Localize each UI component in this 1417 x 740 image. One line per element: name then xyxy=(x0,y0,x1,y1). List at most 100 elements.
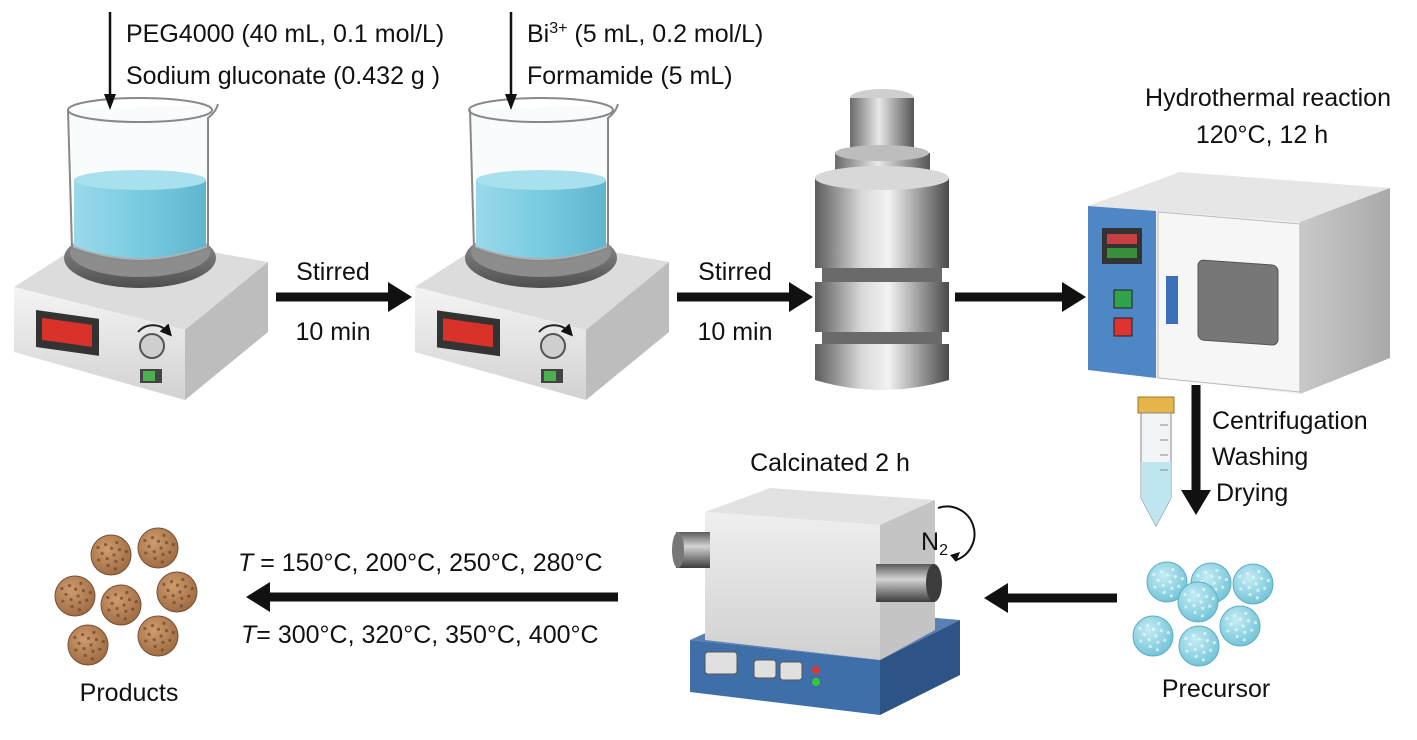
precursor-particle xyxy=(1219,605,1261,647)
product-particle-texture xyxy=(153,556,157,561)
product-particle-texture xyxy=(91,649,95,653)
product-particle xyxy=(100,584,142,626)
hydrothermal-title: Hydrothermal reaction xyxy=(1145,84,1391,112)
product-particle-texture xyxy=(113,567,117,571)
post-treatment-step: Washing xyxy=(1212,443,1309,471)
precursor-particle-texture xyxy=(1217,576,1222,580)
precursor-particle-texture xyxy=(1208,604,1212,608)
product-particle-texture xyxy=(171,542,175,547)
furnace-button xyxy=(753,659,777,679)
precursor-particle-texture xyxy=(1224,577,1228,582)
precursor-particle-texture xyxy=(1200,614,1204,618)
precursor-particle-texture xyxy=(1201,658,1205,662)
product-particle-texture xyxy=(117,548,122,552)
red-display xyxy=(443,318,493,348)
precursor-particle-texture xyxy=(1142,632,1146,637)
temperature-values-1: = 150°C, 200°C, 250°C, 280°C xyxy=(253,549,603,577)
hydrothermal-conditions: 120°C, 12 h xyxy=(1195,121,1329,149)
reagent-bi-label: Bi3+ (5 mL, 0.2 mol/L) xyxy=(527,20,764,48)
product-particle-texture xyxy=(172,600,176,605)
precursor-particle-texture xyxy=(1151,627,1156,631)
centrifuge-tube-icon xyxy=(1137,396,1175,528)
product-particle-texture xyxy=(83,653,87,658)
product-particle-texture xyxy=(85,598,89,602)
product-particle-texture xyxy=(76,594,80,598)
product-particle xyxy=(54,575,96,617)
product-particles xyxy=(54,527,198,666)
precursor-particle-texture xyxy=(1169,594,1173,598)
product-particle-texture xyxy=(143,538,147,543)
precursor-particle-texture xyxy=(1205,639,1210,643)
product-particle-texture xyxy=(179,604,183,608)
precursor-particle-texture xyxy=(1191,634,1196,638)
precursor-particle-texture xyxy=(1266,578,1270,583)
product-particle-texture xyxy=(180,596,184,600)
product-particle-texture xyxy=(90,657,94,661)
product-particle-texture xyxy=(115,540,119,545)
product-particle-texture xyxy=(144,551,148,555)
precursor-particle-texture xyxy=(1243,630,1247,634)
precursor-particle-texture xyxy=(1247,585,1251,590)
arrow1-top-label: Stirred xyxy=(296,258,370,286)
liquid xyxy=(74,171,206,258)
product-particle-texture xyxy=(92,630,96,635)
precursor-particle-texture xyxy=(1193,647,1197,652)
precursor-particle-texture xyxy=(1238,574,1242,579)
product-particle xyxy=(137,615,179,657)
precursor-particle-texture xyxy=(1257,569,1261,574)
product-particle-texture xyxy=(125,590,129,595)
product-particle-texture xyxy=(175,583,180,587)
precursor-particle-texture xyxy=(1212,581,1216,585)
precursor-particle-texture xyxy=(1246,619,1251,623)
products-label: Products xyxy=(79,679,179,707)
arrow-head-down xyxy=(1181,490,1211,515)
precursor-particle-texture xyxy=(1171,567,1175,572)
product-particle-texture xyxy=(114,559,118,563)
red-display xyxy=(42,317,92,347)
precursor-particle-texture xyxy=(1145,624,1150,628)
product-particle-texture xyxy=(159,546,163,550)
product-particle-texture xyxy=(187,594,191,598)
precursor-particle-texture xyxy=(1245,572,1250,576)
oven-handle xyxy=(1166,276,1178,324)
arrow2-top-label: Stirred xyxy=(698,258,772,286)
precursor-particle-texture xyxy=(1212,640,1216,645)
product-particle-texture xyxy=(166,588,170,593)
product-particle-texture xyxy=(77,608,81,612)
product-particle xyxy=(156,571,198,613)
product-particle-texture xyxy=(159,634,163,638)
product-particle-texture xyxy=(143,626,147,631)
precursor-particle-texture xyxy=(1188,642,1192,647)
product-particle-texture xyxy=(183,585,188,589)
product-particle-texture xyxy=(171,630,175,635)
precursor-particle-texture xyxy=(1253,620,1257,625)
product-particle-texture xyxy=(122,603,126,607)
precursor-particle-texture xyxy=(1194,654,1198,659)
product-particle-texture xyxy=(96,545,100,550)
precursor-particle-texture xyxy=(1157,621,1161,626)
precursor-particle xyxy=(1132,615,1174,657)
product-particle-texture xyxy=(116,613,120,618)
product-particle-texture xyxy=(124,609,128,613)
arrow-head-3 xyxy=(1062,282,1086,312)
precursor-particle-texture xyxy=(1200,644,1204,648)
precursor-particle-texture xyxy=(1190,590,1195,594)
bi-amount: (5 mL, 0.2 mol/L) xyxy=(567,20,764,48)
precursor-particle-texture xyxy=(1259,577,1264,581)
arrow1-bottom-label: 10 min xyxy=(295,318,371,346)
bi-symbol: Bi xyxy=(527,20,550,48)
post-treatment-step: Centrifugation xyxy=(1212,407,1368,435)
calcination-title: Calcinated 2 h xyxy=(750,449,910,477)
precursor-particle-texture xyxy=(1184,605,1188,609)
precursor-particle-texture xyxy=(1170,586,1174,590)
autoclave-icon xyxy=(815,89,949,390)
product-particle-texture xyxy=(82,646,86,651)
precursor-particle-texture xyxy=(1238,617,1243,621)
product-particle-texture xyxy=(160,560,164,564)
product-particle-texture xyxy=(74,648,78,652)
precursor-particle-texture xyxy=(1139,639,1143,643)
product-particle-texture xyxy=(119,596,124,600)
product-particle xyxy=(137,527,179,569)
precursor-particle-texture xyxy=(1173,575,1178,579)
product-particle-texture xyxy=(94,638,99,642)
